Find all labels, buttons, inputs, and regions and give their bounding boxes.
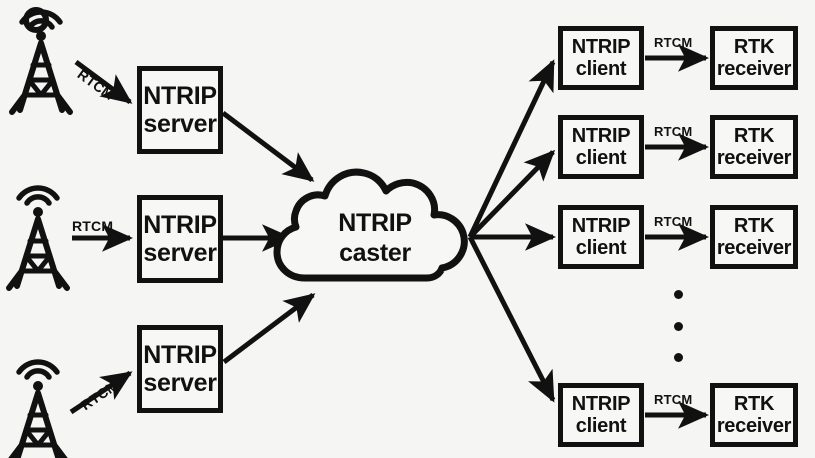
rtcm-label-client1: RTCM [654, 35, 693, 50]
rtcm-label-client2: RTCM [654, 124, 693, 139]
arrow-tower1-to-server1 [74, 59, 133, 105]
ntrip-client-label-line1: NTRIP [571, 124, 631, 147]
arrow-caster-to-client4 [467, 235, 556, 403]
rtk-receiver-label-line1: RTK [733, 392, 775, 415]
ntrip-client-label-line2: client [575, 237, 627, 259]
rtk-receiver-label-line2: receiver [716, 237, 792, 259]
rtk-receiver-label-line1: RTK [733, 214, 775, 237]
ntrip-server-box-3[interactable]: NTRIP server [137, 325, 223, 413]
arrow-tower3-to-server3 [69, 370, 133, 415]
arrow-server3-to-caster [222, 293, 316, 364]
ntrip-server-label-line1: NTRIP [143, 341, 217, 369]
tower-icon-group-3 [8, 359, 68, 458]
ellipsis-dot [674, 353, 683, 362]
ntrip-server-label-line2: server [143, 369, 217, 397]
ntrip-client-label-line2: client [575, 147, 627, 169]
arrow-server1-to-caster [221, 111, 315, 182]
ntrip-server-label-line1: NTRIP [143, 211, 217, 239]
rtk-receiver-label-line1: RTK [733, 35, 775, 58]
ntrip-client-box-3[interactable]: NTRIP client [558, 205, 644, 269]
vertical-ellipsis-icon [673, 290, 684, 362]
rtk-receiver-box-4[interactable]: RTK receiver [710, 383, 798, 447]
ntrip-client-label-line1: NTRIP [571, 392, 631, 415]
ntrip-client-box-4[interactable]: NTRIP client [558, 383, 644, 447]
ntrip-client-box-1[interactable]: NTRIP client [558, 26, 644, 90]
rtk-receiver-label-line1: RTK [733, 124, 775, 147]
rtk-receiver-box-3[interactable]: RTK receiver [710, 205, 798, 269]
ntrip-server-box-1[interactable]: NTRIP server [137, 66, 223, 154]
ntrip-client-label-line1: NTRIP [571, 214, 631, 237]
rtk-receiver-box-2[interactable]: RTK receiver [710, 115, 798, 179]
ntrip-caster-cloud-shape [273, 168, 468, 282]
ellipsis-dot [674, 321, 683, 331]
rtcm-label-client3: RTCM [654, 214, 693, 229]
ntrip-server-label-line2: server [143, 239, 217, 267]
rtcm-label-tower2: RTCM [72, 218, 114, 234]
ellipsis-dot [674, 290, 683, 299]
ntrip-client-label-line1: NTRIP [571, 35, 631, 58]
arrow-caster-to-client1 [467, 59, 556, 239]
tower-icon-group-1 [9, 7, 73, 115]
tower-icon-group-2 [6, 185, 70, 291]
rtk-receiver-label-line2: receiver [716, 58, 792, 80]
ntrip-client-label-line2: client [575, 415, 627, 437]
rtk-receiver-box-1[interactable]: RTK receiver [710, 26, 798, 90]
ntrip-server-box-2[interactable]: NTRIP server [137, 195, 223, 283]
arrow-caster-to-client2 [468, 149, 556, 239]
ntrip-client-label-line2: client [575, 58, 627, 80]
ntrip-client-box-2[interactable]: NTRIP client [558, 115, 644, 179]
rtk-receiver-label-line2: receiver [716, 147, 792, 169]
ntrip-server-label-line2: server [143, 110, 217, 138]
rtk-receiver-label-line2: receiver [716, 415, 792, 437]
rtcm-label-client4: RTCM [654, 392, 693, 407]
ntrip-server-label-line1: NTRIP [143, 82, 217, 110]
